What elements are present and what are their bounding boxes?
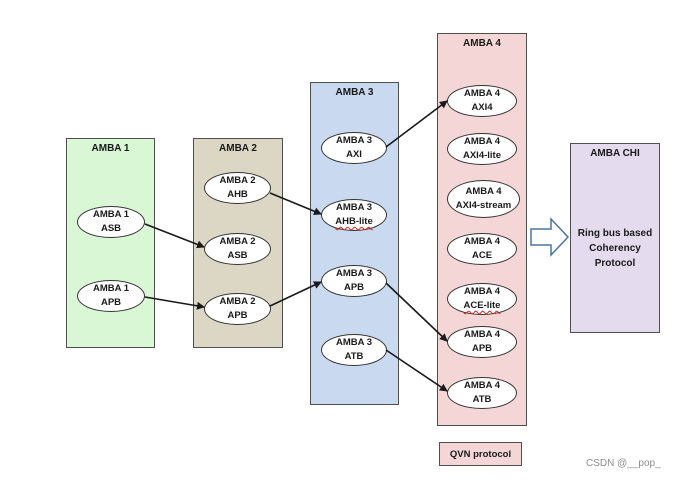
amba2-asb-node: AMBA 2 ASB bbox=[204, 233, 271, 265]
amba2-apb-node: AMBA 2 APB bbox=[204, 293, 271, 325]
chi-description-line-3: Protocol bbox=[594, 258, 636, 269]
amba1-apb-node-line-1: AMBA 1 bbox=[92, 283, 130, 294]
amba4-axi4-node-line-1: AMBA 4 bbox=[463, 88, 501, 99]
amba1-asb-node: AMBA 1 ASB bbox=[77, 206, 145, 238]
amba4-axi4-lite-node-line-2: AXI4-lite bbox=[462, 150, 501, 161]
amba1-column: AMBA 1 bbox=[66, 138, 155, 348]
amba4-axi4-stream-node-line-2: AXI4-stream bbox=[455, 200, 512, 211]
amba1-apb-node-line-2: APB bbox=[100, 297, 122, 308]
qvn-protocol-label: QVN protocol bbox=[439, 442, 522, 466]
amba4-apb-node-line-1: AMBA 4 bbox=[463, 329, 501, 340]
amba4-ace-lite-node-line-1: AMBA 4 bbox=[463, 286, 501, 297]
amba4-ace-lite-node: AMBA 4 ACE-lite bbox=[447, 283, 517, 315]
amba4-axi4-stream-node-line-1: AMBA 4 bbox=[465, 186, 502, 197]
amba1-apb-node: AMBA 1 APB bbox=[77, 280, 145, 312]
block-arrow-to-chi bbox=[530, 217, 570, 257]
amba3-column-title: AMBA 3 bbox=[335, 87, 374, 98]
amba3-ahb-lite-node-line-1: AMBA 3 bbox=[335, 202, 373, 213]
amba-chi-column-title: AMBA CHI bbox=[590, 148, 640, 159]
amba3-atb-node: AMBA 3 ATB bbox=[321, 334, 387, 366]
csdn-watermark: CSDN @__pop_ bbox=[586, 458, 661, 469]
chi-description-line-2: Coherency bbox=[589, 243, 641, 254]
amba4-atb-node-line-2: ATB bbox=[472, 394, 492, 405]
chi-description-line-1: Ring bus based bbox=[577, 228, 653, 239]
amba4-column-title: AMBA 4 bbox=[463, 38, 501, 49]
amba4-axi4-node-line-2: AXI4 bbox=[471, 102, 493, 113]
amba2-apb-node-line-1: AMBA 2 bbox=[219, 296, 256, 307]
amba1-column-title: AMBA 1 bbox=[91, 143, 130, 154]
amba2-asb-node-line-1: AMBA 2 bbox=[219, 236, 256, 247]
amba3-apb-node: AMBA 3 APB bbox=[321, 265, 387, 297]
amba2-asb-node-line-2: ASB bbox=[227, 250, 248, 261]
amba3-atb-node-line-2: ATB bbox=[344, 351, 364, 362]
amba2-ahb-node-line-1: AMBA 2 bbox=[219, 175, 256, 186]
amba4-apb-node: AMBA 4 APB bbox=[447, 326, 517, 358]
amba2-apb-node-line-2: APB bbox=[227, 310, 248, 321]
amba4-axi4-node: AMBA 4 AXI4 bbox=[447, 85, 517, 117]
amba2-ahb-node-line-2: AHB bbox=[227, 189, 248, 200]
amba-chi-column: AMBA CHI Ring bus based Coherency Protoc… bbox=[570, 143, 660, 333]
amba4-axi4-stream-node: AMBA 4 AXI4-stream bbox=[447, 180, 520, 218]
amba3-apb-node-line-2: APB bbox=[343, 282, 365, 293]
amba4-atb-node-line-1: AMBA 4 bbox=[463, 380, 501, 391]
amba4-ace-node-line-1: AMBA 4 bbox=[463, 236, 501, 247]
amba3-atb-node-line-1: AMBA 3 bbox=[335, 337, 373, 348]
amba3-ahb-lite-node: AMBA 3 AHB-lite bbox=[321, 199, 387, 231]
amba3-apb-node-line-1: AMBA 3 bbox=[335, 268, 373, 279]
amba2-column-title: AMBA 2 bbox=[219, 143, 257, 154]
amba1-asb-node-line-1: AMBA 1 bbox=[92, 209, 130, 220]
amba2-ahb-node: AMBA 2 AHB bbox=[204, 172, 271, 204]
amba4-ace-node-line-2: ACE bbox=[471, 250, 493, 261]
amba4-axi4-lite-node-line-1: AMBA 4 bbox=[463, 136, 501, 147]
amba4-atb-node: AMBA 4 ATB bbox=[447, 377, 517, 409]
amba3-axi-node-line-1: AMBA 3 bbox=[335, 135, 373, 146]
amba4-ace-node: AMBA 4 ACE bbox=[447, 233, 517, 265]
amba4-apb-node-line-2: APB bbox=[471, 343, 493, 354]
amba3-ahb-lite-node-line-2: AHB-lite bbox=[335, 216, 373, 227]
amba1-asb-node-line-2: ASB bbox=[100, 223, 122, 234]
amba4-ace-lite-node-line-2: ACE-lite bbox=[463, 300, 501, 311]
amba3-axi-node-line-2: AXI bbox=[346, 149, 362, 160]
amba4-axi4-lite-node: AMBA 4 AXI4-lite bbox=[447, 133, 517, 165]
amba3-axi-node: AMBA 3 AXI bbox=[321, 132, 387, 164]
